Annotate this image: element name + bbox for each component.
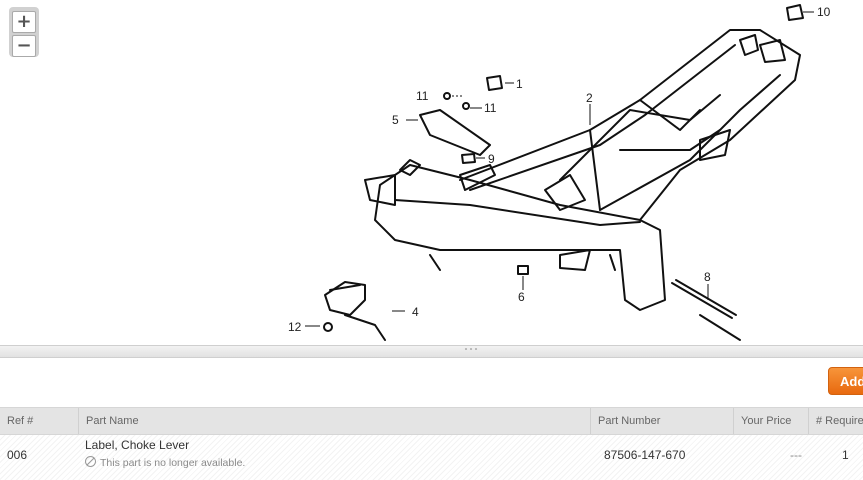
row-price: --- — [790, 448, 802, 462]
add-to-cart-button[interactable]: Add — [828, 367, 863, 395]
header-required[interactable]: # Required — [816, 415, 863, 427]
row-part-name: Label, Choke Lever — [85, 438, 190, 452]
callout-2: 2 — [586, 91, 593, 105]
callout-4: 4 — [412, 305, 419, 319]
header-ref[interactable]: Ref # — [0, 408, 79, 434]
row-part-number: 87506-147-670 — [604, 448, 686, 462]
header-part-number[interactable]: Part Number — [591, 408, 734, 434]
callout-10: 10 — [817, 5, 831, 19]
zoom-out-button[interactable]: − — [12, 35, 36, 57]
zoom-in-button[interactable]: + — [12, 11, 36, 33]
callout-6: 6 — [518, 290, 525, 304]
callout-5: 5 — [392, 113, 399, 127]
callout-1: 1 — [516, 77, 523, 91]
unavailable-note: This part is no longer available. — [85, 455, 245, 469]
row-ref: 006 — [7, 448, 28, 462]
not-available-icon — [85, 456, 96, 467]
callout-9: 9 — [488, 152, 495, 166]
parts-diagram[interactable]: 1 2 4 5 6 8 9 10 11 11 12 + − — [0, 0, 863, 345]
header-your-price[interactable]: Your Price — [734, 408, 809, 434]
zoom-control: + − — [9, 7, 39, 57]
table-header: Ref # Part Name Part Number Your Price #… — [0, 407, 863, 435]
table-row[interactable]: 006 Label, Choke Lever This part is no l… — [0, 435, 863, 480]
resize-splitter[interactable]: ˚˚˚ — [0, 345, 863, 358]
callout-11-upper: 11 — [416, 89, 429, 103]
callout-11-lower: 11 — [484, 101, 497, 115]
row-required: 1 — [842, 448, 849, 462]
callout-12: 12 — [288, 320, 302, 334]
header-part-name[interactable]: Part Name — [79, 408, 591, 434]
frame-exploded-view: 1 2 4 5 6 8 9 10 11 11 12 — [288, 4, 831, 341]
unavailable-text: This part is no longer available. — [100, 457, 246, 469]
callout-8: 8 — [704, 270, 711, 284]
grip-icon: ˚˚˚ — [464, 348, 479, 357]
parts-list-panel: Add Ref # Part Name Part Number Your Pri… — [0, 358, 863, 480]
